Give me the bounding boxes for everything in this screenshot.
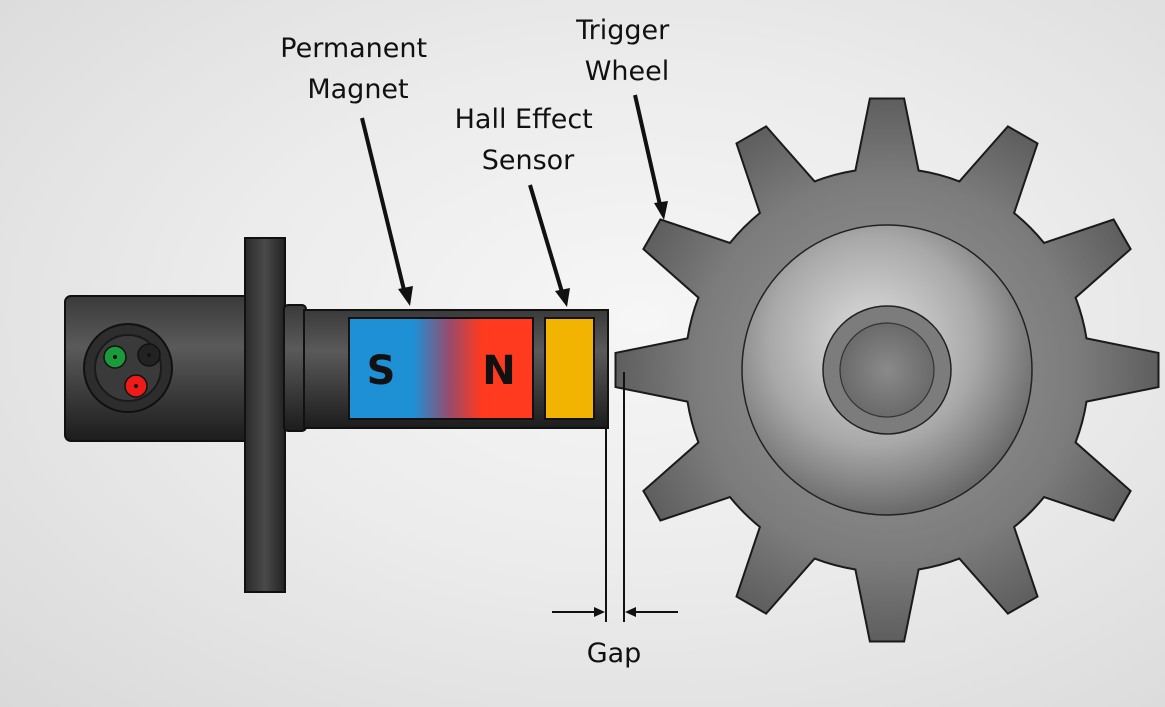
magnet-leader-arrow <box>360 117 406 291</box>
permanent-magnet <box>348 317 534 420</box>
magnet-south-pole-label: S <box>367 348 396 394</box>
gap-label: Gap <box>587 638 642 669</box>
sensor-housing: S N <box>64 237 609 593</box>
labels: Permanent Magnet Hall Effect Sensor Trig… <box>280 15 678 669</box>
wheel-leader-arrow <box>633 94 662 206</box>
gap-indicator <box>552 372 678 622</box>
mounting-flange <box>244 237 286 593</box>
hall-effect-sensor-label: Hall Effect Sensor <box>455 104 602 176</box>
flange-collar <box>283 304 307 432</box>
sensor-leader-arrow <box>528 184 564 293</box>
connector-plug <box>83 323 173 413</box>
trigger-wheel-bore <box>839 322 935 418</box>
hall-effect-sensor-chip <box>544 317 595 420</box>
trigger-wheel <box>614 97 1160 643</box>
permanent-magnet-label: Permanent Magnet <box>280 33 435 105</box>
leader-arrows <box>360 94 668 307</box>
magnet-north-pole-label: N <box>482 348 515 394</box>
trigger-wheel-label: Trigger Wheel <box>575 15 678 87</box>
